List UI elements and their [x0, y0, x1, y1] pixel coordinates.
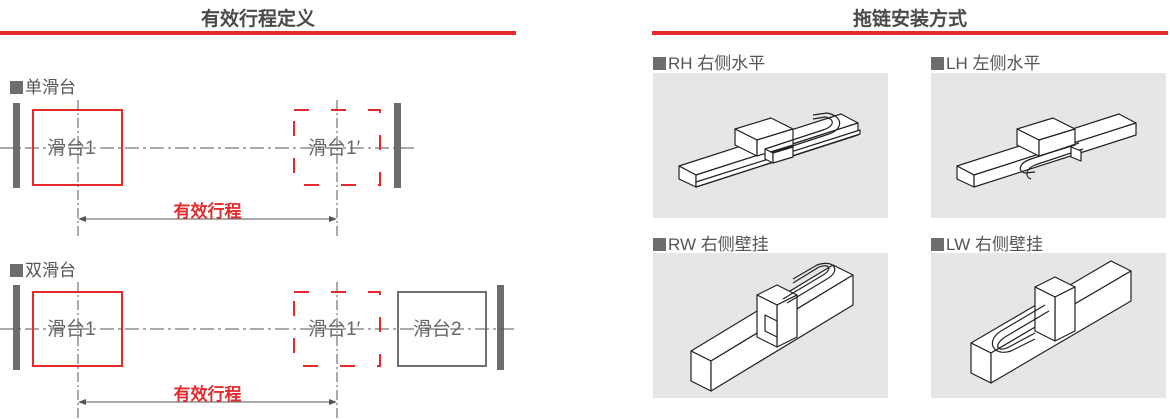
- arrow-head: [329, 216, 337, 222]
- double-carriage-diagram: [0, 282, 516, 419]
- rw-mount-panel: [653, 253, 888, 398]
- square-bullet-icon: [10, 264, 23, 277]
- title-underline: [652, 31, 1168, 35]
- square-bullet-icon: [10, 81, 23, 94]
- square-bullet-icon: [653, 238, 666, 251]
- mount-option-label: LH 左侧水平: [931, 49, 1040, 74]
- end-stop-left: [13, 103, 20, 188]
- stroke-diagram: [0, 100, 516, 419]
- carriage-1-end-label: 滑台1′: [308, 319, 361, 340]
- title-underline: [0, 31, 516, 35]
- end-stop-right: [497, 285, 504, 370]
- square-bullet-icon: [653, 57, 666, 70]
- mount-option-label: RH 右侧水平: [653, 49, 765, 74]
- rh-mount-panel: [653, 73, 888, 218]
- single-carriage-heading: 单滑台: [10, 73, 76, 98]
- arrow-head: [78, 399, 86, 405]
- drag-chain-left-wall-icon: [970, 260, 1132, 384]
- effective-stroke-label: 有效行程: [173, 385, 242, 404]
- carriage-1-label: 滑台1: [47, 319, 96, 340]
- carriage-2-label: 滑台2: [413, 319, 462, 340]
- carriage-1-end-label: 滑台1′: [308, 138, 361, 159]
- square-bullet-icon: [931, 57, 944, 70]
- arrow-head: [78, 216, 86, 222]
- square-bullet-icon: [931, 238, 944, 251]
- mount-option-label: LW 右侧壁挂: [931, 230, 1043, 255]
- drag-chain-right-wall-icon: [690, 262, 854, 392]
- carriage-1-label: 滑台1: [47, 138, 96, 159]
- drag-chain-title: 拖链安装方式: [852, 9, 967, 30]
- effective-stroke-label: 有效行程: [173, 202, 242, 221]
- stroke-definition-title: 有效行程定义: [200, 9, 315, 30]
- mount-option-label: RW 右侧壁挂: [653, 230, 769, 255]
- end-stop-right: [394, 103, 401, 188]
- single-carriage-diagram: [0, 100, 414, 236]
- lh-mount-panel: [931, 73, 1166, 218]
- carriage-2: [397, 291, 487, 367]
- arrow-head: [329, 399, 337, 405]
- lw-mount-panel: [931, 253, 1166, 398]
- end-stop-left: [13, 285, 20, 370]
- drag-chain-left-horizontal-icon: [956, 113, 1137, 188]
- double-carriage-heading: 双滑台: [10, 256, 76, 281]
- drag-chain-right-horizontal-icon: [678, 112, 861, 188]
